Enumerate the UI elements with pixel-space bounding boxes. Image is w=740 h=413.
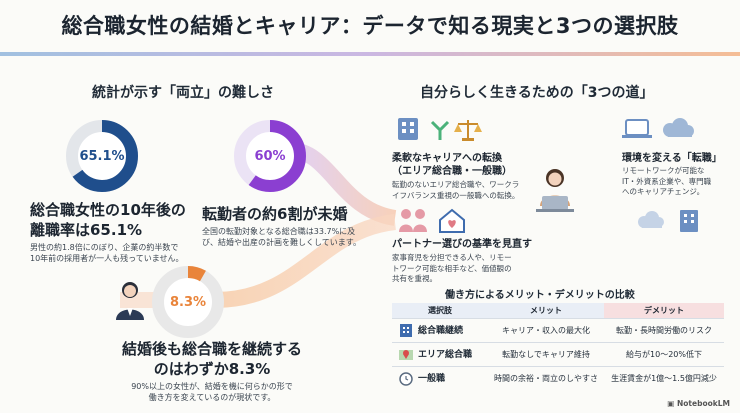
ring-65-value: 65.1%	[79, 149, 125, 164]
fork-arrow-icon	[430, 120, 450, 140]
ring-60	[234, 120, 306, 192]
ring-83-value: 8.3%	[169, 295, 207, 310]
cloud-upload-icon	[638, 211, 664, 228]
path3-desc-line1: リモートワークが可能な	[622, 166, 705, 175]
stat3-desc: 90%以上の女性が、結婚を機に何らかの形で 働き方を変えているのが現状です。	[112, 381, 312, 403]
path1-title: 柔軟なキャリアへの転換 （エリア総合職・一般職）	[392, 152, 512, 178]
path1-desc-line1: 転勤のないエリア総合職や、ワークラ	[392, 180, 520, 189]
row2-merit: 転勤なしでキャリア維持	[488, 341, 604, 366]
row3-demerit: 生涯賃金が1億〜1.5億円減少	[604, 365, 724, 390]
path2-desc-line1: 家事育児を分担できる人や、リモー	[392, 253, 512, 262]
brand-name: NotebookLM	[676, 399, 730, 408]
couple-icon	[399, 209, 427, 232]
office-tower-icon	[400, 324, 412, 338]
stat3-desc-line1: 90%以上の女性が、結婚を機に何らかの形で	[131, 382, 293, 391]
path2-desc-line3: 共有を重視。	[392, 274, 437, 283]
stat1-desc: 男性の約1.8倍にのぼり、企業の約半数で 10年前の採用者が一人も残っていません…	[30, 242, 184, 264]
stat1-title-line2: 離職率は65.1%	[30, 221, 143, 239]
compare-table: 選択肢 メリット デメリット 総合職継続 キャリア・収入の最大化 転勤・長時間労…	[392, 303, 724, 390]
table-row: 総合職継続 キャリア・収入の最大化 転勤・長時間労働のリスク	[392, 317, 724, 342]
map-pin-icon	[399, 350, 413, 361]
ring-65-arc	[66, 120, 138, 192]
path1-icons	[398, 118, 482, 141]
row1-option-label: 総合職継続	[418, 325, 464, 336]
compare-header-merit: メリット	[488, 303, 604, 318]
woman-laptop-icon	[536, 169, 574, 212]
stat3-desc-line2: 働き方を変えているのが現状です。	[148, 393, 276, 402]
path3-desc-line3: へのキャリアチェンジ。	[622, 187, 705, 196]
row2-demerit: 給与が10〜20%低下	[604, 341, 724, 366]
stat3-title-line1: 結婚後も総合職を継続する	[121, 340, 302, 358]
row1-merit: キャリア・収入の最大化	[488, 317, 604, 342]
row3-merit: 時間の余裕・両立のしやすさ	[488, 365, 604, 390]
stat3-title: 結婚後も総合職を継続する のはわずか8.3%	[112, 339, 312, 379]
table-row: 一般職 時間の余裕・両立のしやすさ 生涯賃金が1億〜1.5億円減少	[392, 365, 724, 390]
row2-option: エリア総合職	[392, 341, 488, 366]
house-heart-icon	[439, 208, 465, 233]
stat1-title-line1: 総合職女性の10年後の	[30, 201, 186, 219]
notebook-logo-icon: ▣	[667, 399, 677, 408]
compare-heading: 働き方によるメリット・デメリットの比較	[445, 290, 635, 301]
path1-desc-line2: イフバランス重視の一般職への転換。	[392, 190, 520, 200]
row3-option: 一般職	[392, 365, 488, 390]
path3-desc-line2: IT・外資系企業や、専門職	[622, 176, 712, 186]
path2-title: パートナー選びの基準を見直す	[392, 239, 532, 250]
path2-icons	[399, 208, 465, 233]
stat1-title: 総合職女性の10年後の 離職率は65.1%	[30, 200, 186, 240]
tall-building-icon	[680, 210, 698, 232]
row1-demerit: 転勤・長時間労働のリスク	[604, 317, 724, 342]
path3-icons-2	[638, 210, 698, 232]
title-underline	[0, 52, 740, 56]
path1-desc: 転勤のないエリア総合職や、ワークラ イフバランス重視の一般職への転換。	[392, 180, 519, 201]
right-heading: 自分らしく生きるための「3つの道」	[420, 85, 654, 101]
stat2-desc: 全国の転勤対象となる総合職は33.7%に及 び、結婚や出産の計画を難しくしていま…	[202, 226, 361, 248]
laptop-icon	[622, 119, 652, 138]
stat2-desc-line1: 全国の転勤対象となる総合職は33.7%に及	[202, 227, 356, 236]
row1-option: 総合職継続	[392, 317, 488, 342]
stat2-title: 転勤者の約6割が未婚	[202, 205, 348, 223]
office-building-icon	[398, 118, 418, 140]
path3-title: 環境を変える「転職」	[622, 153, 722, 164]
ring-83	[152, 266, 224, 338]
page-title: 総合職女性の結婚とキャリア：データで知る現実と3つの選択肢	[61, 14, 679, 38]
row3-option-label: 一般職	[418, 374, 446, 384]
path1-title-line1: 柔軟なキャリアへの転換	[392, 153, 502, 164]
brand-label: ▣ NotebookLM	[667, 399, 730, 408]
row2-option-label: エリア総合職	[418, 349, 473, 360]
ring-60-arc	[234, 120, 306, 192]
clock-coffee-icon	[399, 371, 413, 386]
path3-icons	[622, 118, 694, 138]
path2-desc-line2: トワーク可能な相手など、価値観の	[392, 263, 512, 273]
path1-title-line2: （エリア総合職・一般職）	[392, 166, 512, 177]
ring-65	[66, 120, 138, 192]
stat1-desc-line2: 10年前の採用者が一人も残っていません。	[30, 254, 184, 263]
ring-60-value: 60%	[254, 149, 286, 164]
stat2-desc-line2: び、結婚や出産の計画を難しくしています。	[202, 238, 361, 247]
businesswoman-icon	[116, 282, 144, 320]
compare-header-option: 選択肢	[392, 303, 488, 318]
path2-desc: 家事育児を分担できる人や、リモー トワーク可能な相手など、価値観の 共有を重視。	[392, 253, 512, 285]
stat1-desc-line1: 男性の約1.8倍にのぼり、企業の約半数で	[30, 243, 179, 252]
ring-83-arc	[152, 266, 224, 338]
compare-header-demerit: デメリット	[604, 303, 724, 318]
balance-scale-icon	[454, 120, 482, 141]
cloud-icon	[663, 118, 694, 137]
stat3-title-line2: のはわずか8.3%	[153, 360, 271, 378]
compare-header-row: 選択肢 メリット デメリット	[392, 303, 724, 318]
left-heading: 統計が示す「両立」の難しさ	[92, 85, 274, 101]
table-row: エリア総合職 転勤なしでキャリア維持 給与が10〜20%低下	[392, 341, 724, 366]
path3-desc: リモートワークが可能な IT・外資系企業や、専門職 へのキャリアチェンジ。	[622, 166, 711, 198]
